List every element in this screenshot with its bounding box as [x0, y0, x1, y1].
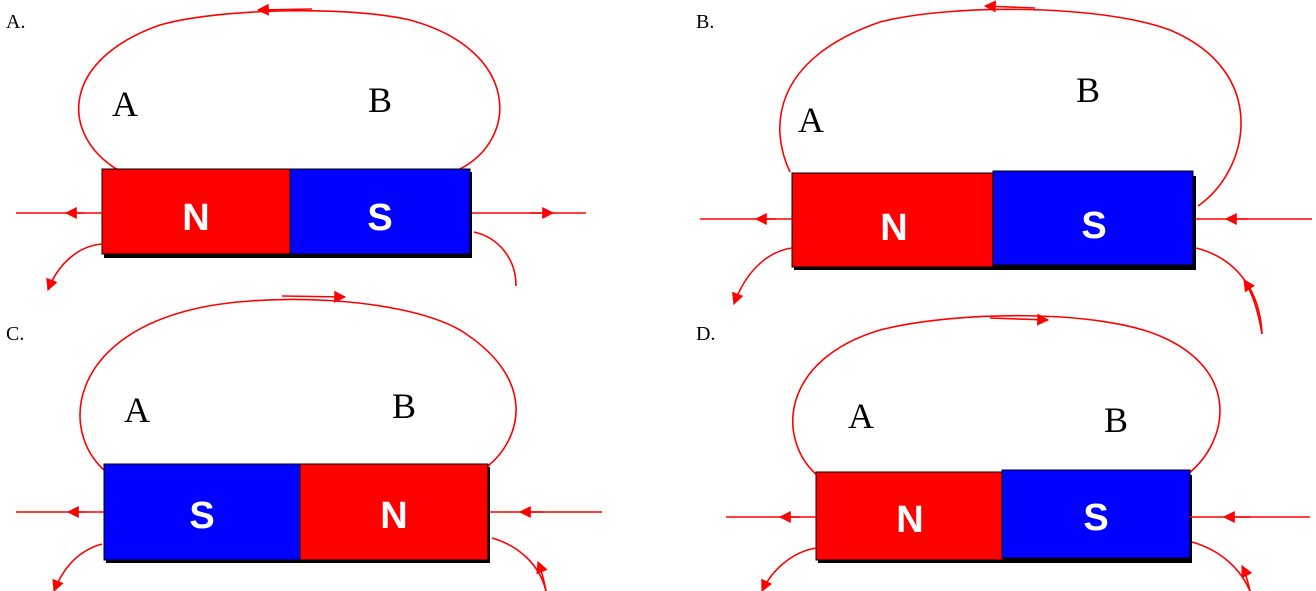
- lower-left-curve: [52, 543, 103, 591]
- option-label: B.: [696, 11, 714, 33]
- field-loop-top: [791, 314, 1221, 477]
- point-b-label: B: [368, 80, 392, 120]
- field-loop-top: [77, 9, 501, 171]
- panel-a: A. N S A B: [6, 3, 586, 292]
- left-pole-block: [815, 471, 1005, 561]
- point-a-label: A: [112, 84, 138, 124]
- left-pole-block: [101, 168, 291, 255]
- right-pole-block: [289, 168, 471, 255]
- lower-right-curve: [1195, 247, 1263, 335]
- top-arrow: [281, 290, 347, 303]
- option-label: A.: [6, 11, 25, 33]
- right-pole-block: [299, 463, 489, 561]
- lower-right-arrow: [1243, 279, 1263, 335]
- point-a-label: A: [124, 390, 150, 430]
- top-arrow: [983, 0, 1036, 13]
- panel-c: C. S N A B: [6, 290, 602, 591]
- top-arrow: [256, 3, 313, 16]
- top-arrow: [989, 313, 1050, 326]
- right-pole-label: N: [380, 495, 407, 537]
- point-a-label: A: [848, 396, 874, 436]
- right-pole-label: S: [1081, 205, 1106, 247]
- panel-d: D. N S A B: [696, 313, 1310, 591]
- lower-left-curve: [731, 247, 793, 306]
- left-pole-label: N: [880, 207, 907, 249]
- lower-right-curve: [1191, 541, 1251, 591]
- point-b-label: B: [1104, 400, 1128, 440]
- field-loop-top: [79, 298, 517, 471]
- lower-right-curve: [473, 231, 517, 287]
- lower-right-arrow: [1241, 564, 1253, 591]
- point-b-label: B: [392, 386, 416, 426]
- panel-b: B. N S A B: [696, 0, 1312, 335]
- option-label: C.: [6, 323, 24, 345]
- left-pole-label: N: [182, 197, 209, 239]
- right-pole-block: [992, 170, 1194, 266]
- point-b-label: B: [1076, 70, 1100, 110]
- right-pole-label: S: [1083, 497, 1108, 539]
- field-loop-top: [779, 8, 1242, 207]
- right-pole-label: S: [367, 197, 392, 239]
- right-pole-block: [1001, 469, 1191, 559]
- left-pole-block: [791, 172, 994, 268]
- left-pole-label: N: [896, 499, 923, 541]
- left-pole-label: S: [189, 495, 214, 537]
- lower-right-arrow: [536, 560, 548, 591]
- point-a-label: A: [798, 100, 824, 140]
- lower-right-curve: [491, 537, 547, 591]
- option-label: D.: [696, 323, 715, 345]
- lower-left-curve: [46, 243, 103, 292]
- lower-left-curve: [761, 547, 817, 591]
